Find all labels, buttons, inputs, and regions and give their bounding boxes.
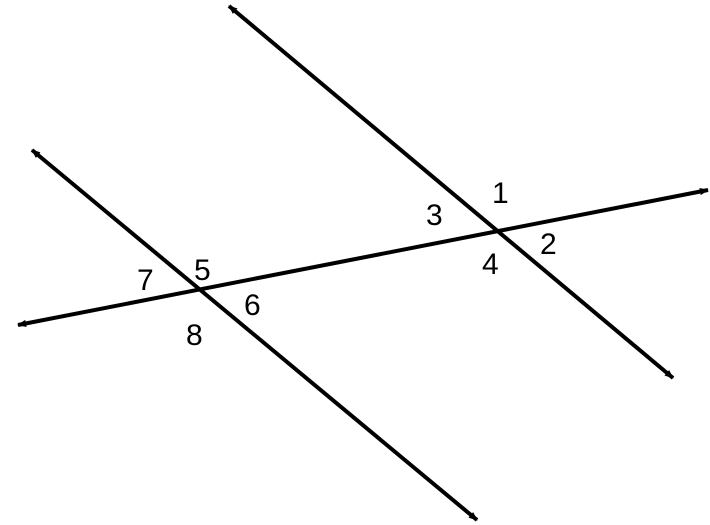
angle-label-1: 1	[492, 177, 509, 210]
parallel-line-right	[227, 4, 675, 380]
angle-label-7: 7	[137, 264, 154, 297]
angle-label-5: 5	[194, 254, 211, 287]
angle-label-4: 4	[482, 248, 499, 281]
angle-label-6: 6	[244, 289, 261, 322]
angle-label-8: 8	[186, 319, 203, 352]
parallel-line-left	[30, 148, 479, 522]
transversal-line	[17, 188, 709, 327]
angle-label-2: 2	[540, 228, 557, 261]
angle-label-3: 3	[426, 199, 443, 232]
